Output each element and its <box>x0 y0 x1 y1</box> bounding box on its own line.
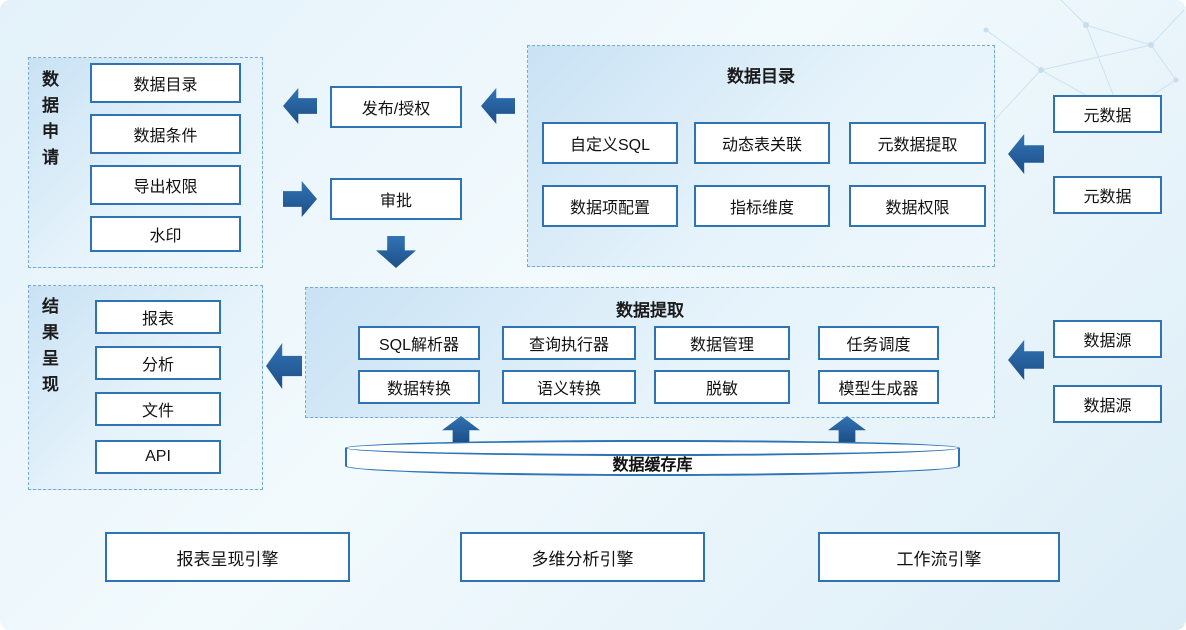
data-extraction-item: 数据管理 <box>654 326 790 360</box>
result-presentation-item: 分析 <box>95 346 221 380</box>
metadata-box: 元数据 <box>1053 95 1162 133</box>
data-extraction-item: 脱敏 <box>654 370 790 404</box>
data-catalog-title: 数据目录 <box>727 67 795 86</box>
data-extraction-item: 数据转换 <box>358 370 480 404</box>
result-presentation-label: 结果呈现 <box>39 297 58 401</box>
data-catalog-item: 动态表关联 <box>694 122 830 164</box>
arrow-cache-to-extraction-right-icon <box>828 416 866 442</box>
arrow-approve-to-extraction-icon <box>376 236 416 268</box>
arrow-catalog-to-publish-icon <box>481 88 515 124</box>
data-source-box: 数据源 <box>1053 320 1162 358</box>
engine-box: 多维分析引擎 <box>460 532 705 582</box>
data-extraction-title: 数据提取 <box>616 301 684 320</box>
data-extraction-item: 模型生成器 <box>818 370 939 404</box>
engine-box: 报表呈现引擎 <box>105 532 350 582</box>
data-extraction-item: 查询执行器 <box>502 326 636 360</box>
result-presentation-item: 报表 <box>95 300 221 334</box>
result-presentation-item: 文件 <box>95 392 221 426</box>
data-catalog-item: 数据项配置 <box>542 185 678 227</box>
data-cache-cylinder: 数据缓存库 <box>345 440 960 476</box>
arrow-extraction-to-result-icon <box>266 343 302 389</box>
arrow-publish-to-apply-icon <box>283 88 317 124</box>
data-catalog-item: 自定义SQL <box>542 122 678 164</box>
publish-authorize-box: 发布/授权 <box>330 86 462 128</box>
approve-box: 审批 <box>330 178 462 220</box>
cylinder-top <box>345 440 960 456</box>
data-application-label: 数据申请 <box>39 70 58 174</box>
arrow-datasource-to-extraction-icon <box>1008 340 1044 380</box>
data-extraction-item: SQL解析器 <box>358 326 480 360</box>
data-application-item: 数据目录 <box>90 63 241 103</box>
data-application-item: 数据条件 <box>90 114 241 154</box>
result-presentation-item: API <box>95 440 221 474</box>
metadata-box: 元数据 <box>1053 176 1162 214</box>
data-catalog-item: 指标维度 <box>694 185 830 227</box>
engine-box: 工作流引擎 <box>818 532 1060 582</box>
arrow-apply-to-approve-icon <box>283 181 317 217</box>
data-application-item: 导出权限 <box>90 165 241 205</box>
data-catalog-item: 元数据提取 <box>849 122 986 164</box>
data-application-item: 水印 <box>90 216 241 252</box>
data-extraction-item: 任务调度 <box>818 326 939 360</box>
data-extraction-item: 语义转换 <box>502 370 636 404</box>
data-catalog-item: 数据权限 <box>849 185 986 227</box>
data-source-box: 数据源 <box>1053 385 1162 423</box>
data-cache-label: 数据缓存库 <box>612 457 693 474</box>
arrow-cache-to-extraction-left-icon <box>442 416 480 442</box>
